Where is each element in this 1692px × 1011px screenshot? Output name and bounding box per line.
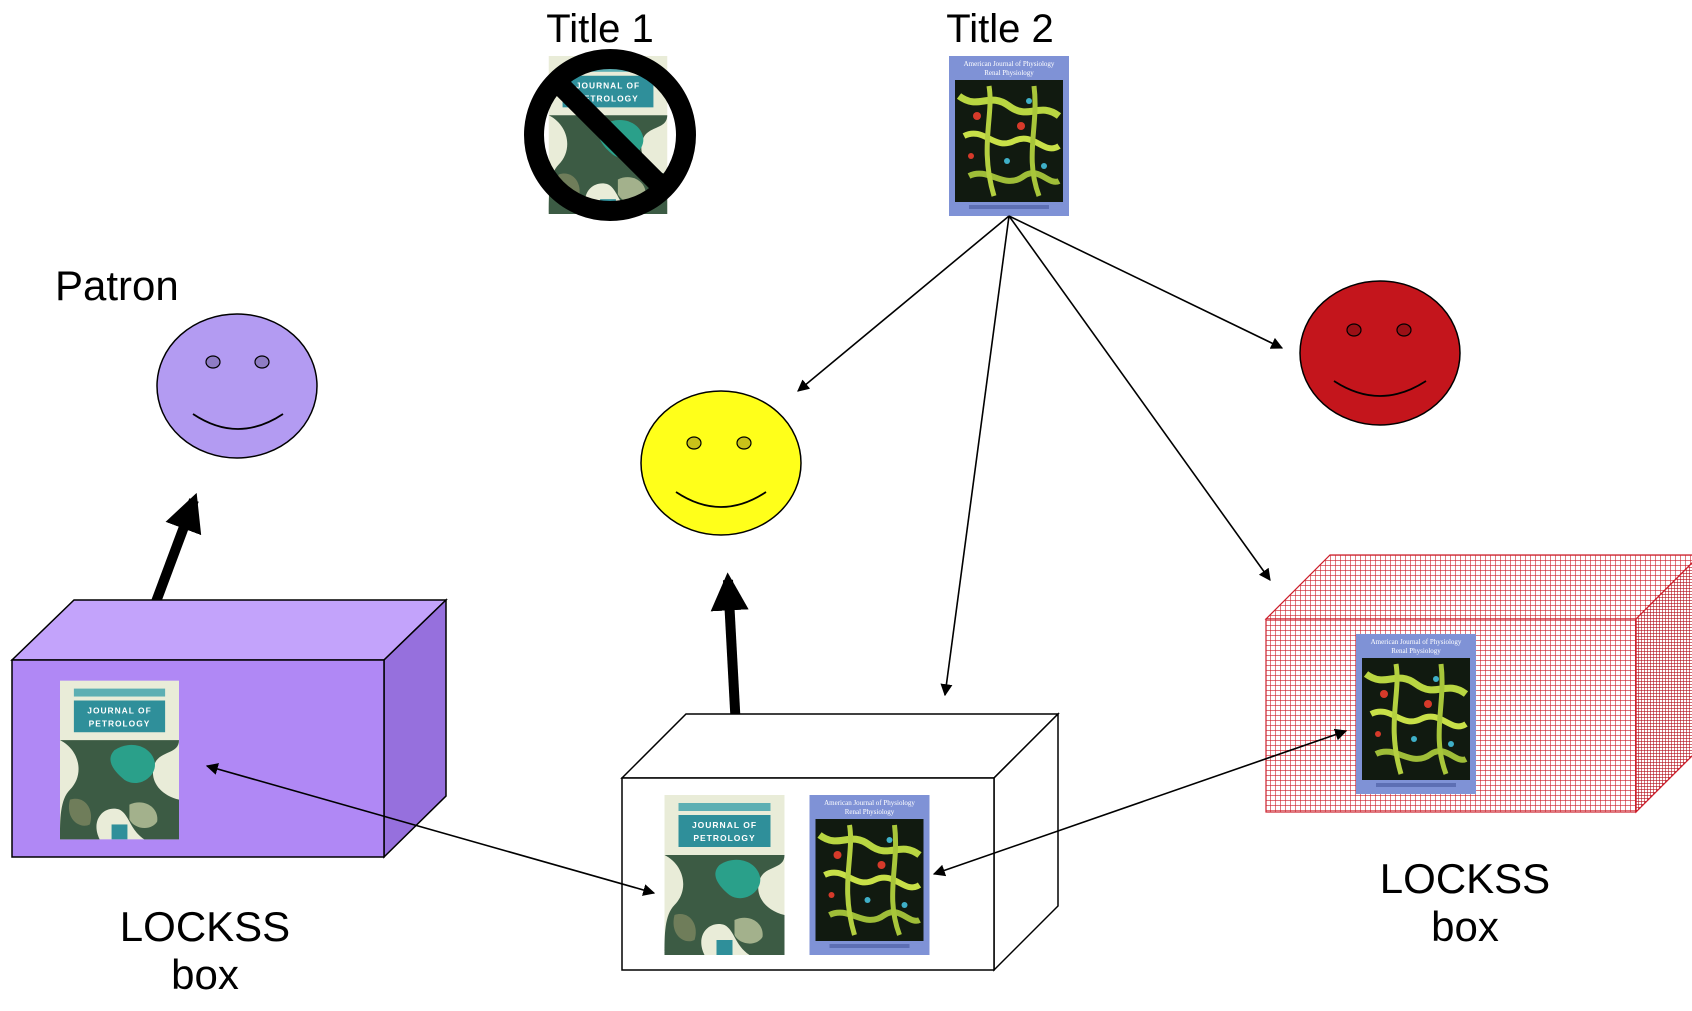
lockss-box-left-label-line2: box bbox=[171, 951, 239, 999]
lockss-box-right-label: LOCKSS box bbox=[1355, 855, 1575, 952]
red-face-icon bbox=[1299, 280, 1461, 426]
lockss-box-left-label-line1: LOCKSS bbox=[119, 903, 291, 950]
sync-arrows bbox=[205, 728, 1348, 896]
title1-copy-left bbox=[60, 680, 179, 840]
lockss-box-left-label: LOCKSS box bbox=[95, 903, 315, 1000]
title2-copy-right bbox=[1356, 634, 1476, 794]
title2-cover bbox=[949, 56, 1069, 216]
arrow-to-yellow-face bbox=[797, 215, 1010, 392]
sync-left-middle bbox=[205, 763, 656, 896]
arrow-to-right-box bbox=[1008, 215, 1271, 581]
patron-label: Patron bbox=[55, 262, 179, 309]
yellow-face-icon bbox=[640, 390, 802, 536]
lockss-box-right bbox=[1264, 554, 1692, 814]
patron-face-icon bbox=[156, 313, 318, 459]
prohibited-icon bbox=[524, 49, 696, 221]
lockss-box-left bbox=[10, 598, 448, 859]
lockss-box-right-label-line1: LOCKSS bbox=[1379, 855, 1551, 902]
title1-copy-middle bbox=[664, 795, 785, 955]
arrow-to-middle-box bbox=[940, 215, 1010, 697]
lockss-box-middle bbox=[620, 712, 1060, 972]
title1-label: Title 1 bbox=[546, 7, 654, 51]
lockss-box-right-label-line2: box bbox=[1431, 903, 1499, 951]
distribution-arrows bbox=[797, 215, 1284, 697]
arrow-to-red-face bbox=[1008, 215, 1284, 349]
sync-middle-right bbox=[932, 728, 1348, 877]
title2-copy-middle bbox=[810, 795, 930, 955]
arrow-box-to-yellow-face bbox=[710, 572, 749, 729]
title2-label: Title 2 bbox=[946, 7, 1054, 51]
